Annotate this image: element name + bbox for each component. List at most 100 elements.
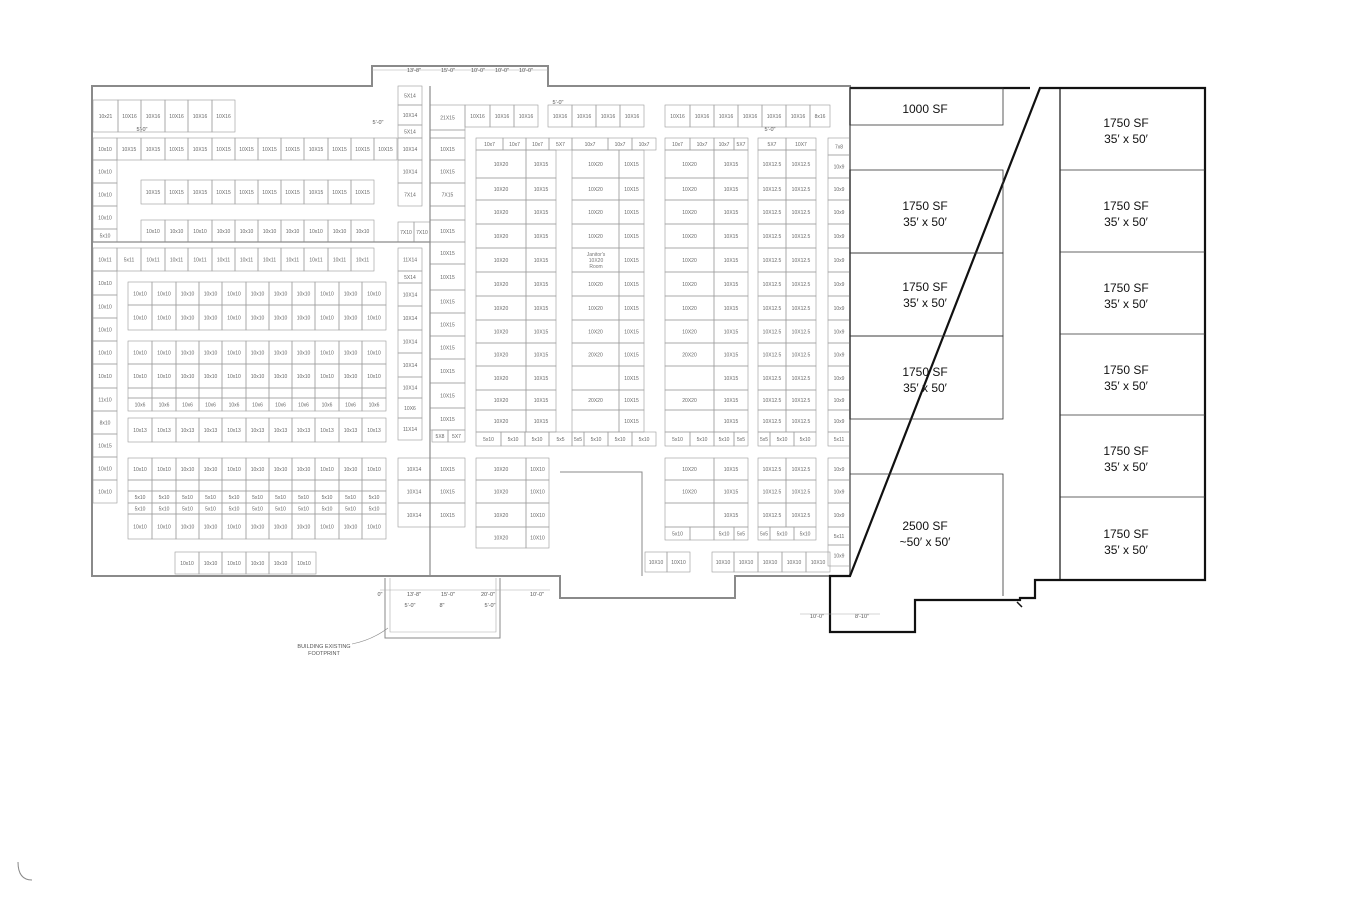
unit-label: 10X6 <box>404 406 416 412</box>
unit-label: 10X20 <box>682 234 697 240</box>
unit-label: 10X15 <box>534 306 549 312</box>
unit-label: 10x7 <box>484 142 495 148</box>
unit-label: 10x10 <box>204 374 218 380</box>
unit-label: 10x10 <box>274 524 288 530</box>
suite-label: 1750 SF <box>1103 116 1148 130</box>
unit-label: 10X12.5 <box>792 467 811 473</box>
unit-label: 5x10 <box>369 506 380 512</box>
unit-label: 5x10 <box>182 495 193 501</box>
footprint-extension <box>389 578 497 633</box>
unit-label: 5x5 <box>737 437 745 443</box>
storage-unit <box>631 431 657 447</box>
unit-label: 10x10 <box>133 374 147 380</box>
unit-label: 10X16 <box>577 114 592 120</box>
storage-unit <box>338 479 363 492</box>
unit-label: 10X20 <box>682 187 697 193</box>
unit-label: 20X20 <box>588 352 603 358</box>
unit-label: 10x10 <box>297 524 311 530</box>
unit-label: 10X20 <box>588 210 603 216</box>
unit-label: 10X20 <box>682 306 697 312</box>
unit-label: 10x10 <box>157 467 171 473</box>
dimension-label: 5'-0" <box>405 603 416 609</box>
unit-label: 10X12.5 <box>792 419 811 425</box>
unit-label: 10x11 <box>333 257 346 263</box>
unit-label: 10X12.5 <box>763 489 782 495</box>
unit-label: 10X16 <box>695 114 710 120</box>
unit-label: 10x13 <box>204 428 218 434</box>
unit-label: 10X15 <box>309 147 324 153</box>
unit-label: 10X12.5 <box>792 306 811 312</box>
unit-label: 10X20 <box>494 306 509 312</box>
storage-unit <box>338 387 363 399</box>
unit-label: 10x10 <box>367 315 381 321</box>
unit-label: 10X12.5 <box>763 234 782 240</box>
unit-label: 10X20 <box>494 398 509 404</box>
suite-dims: 35′ x 50′ <box>903 296 948 310</box>
unit-label: 10X14 <box>407 513 422 519</box>
unit-label: 10x10 <box>133 524 147 530</box>
unit-label: 10x10 <box>356 229 370 235</box>
dimension-label: 10'-0" <box>495 68 509 74</box>
unit-label: 10x9 <box>834 234 845 240</box>
unit-label: 10X10 <box>530 489 545 495</box>
unit-label: 10X15 <box>440 299 455 305</box>
unit-label: 10x9 <box>834 187 845 193</box>
unit-label: 10X15 <box>534 376 549 382</box>
suite-box <box>850 473 1004 596</box>
janitor-room-label: 10X20 <box>589 258 604 264</box>
unit-label: 10x10 <box>251 561 265 567</box>
unit-label: 10x10 <box>98 466 112 472</box>
storage-unit <box>221 479 247 492</box>
unit-label: 10X15 <box>440 251 455 257</box>
unit-label: 10x10 <box>157 374 171 380</box>
unit-label: 10X15 <box>440 345 455 351</box>
unit-label: 10x10 <box>146 229 160 235</box>
unit-label: 10x6 <box>298 402 309 408</box>
unit-label: 10X16 <box>625 114 640 120</box>
unit-label: 10x10 <box>274 350 288 356</box>
dimension-label: 13'-8" <box>407 592 421 598</box>
unit-label: 5x5 <box>574 437 582 443</box>
unit-label: 10X10 <box>716 560 731 566</box>
suite-label: 1750 SF <box>902 280 947 294</box>
unit-label: 10X15 <box>285 147 300 153</box>
unit-label: 10x10 <box>320 467 334 473</box>
unit-label: 10x10 <box>98 147 112 153</box>
unit-label: 10X20 <box>494 352 509 358</box>
unit-label: 10x10 <box>344 315 358 321</box>
storage-unit <box>429 205 466 221</box>
unit-label: 10X16 <box>169 114 184 120</box>
unit-label: 10x6 <box>369 402 380 408</box>
storage-unit <box>664 365 715 391</box>
unit-label: 5x10 <box>205 506 216 512</box>
unit-label: 10X12.5 <box>792 352 811 358</box>
suite-dims: 35′ x 50′ <box>1104 132 1149 146</box>
unit-label: 10x10 <box>367 291 381 297</box>
suite-label: 1750 SF <box>902 199 947 213</box>
unit-label: 10X15 <box>216 190 231 196</box>
storage-unit <box>268 479 293 492</box>
storage-unit <box>350 247 375 272</box>
storage-unit <box>221 387 247 399</box>
unit-label: 10X16 <box>767 114 782 120</box>
unit-label: 10X16 <box>216 114 231 120</box>
storage-unit <box>291 551 317 575</box>
unit-label: 10X15 <box>624 282 639 288</box>
dimension-label: 10'-0" <box>471 68 485 74</box>
unit-label: 10x11 <box>217 257 230 263</box>
dimension-label: 10'-0" <box>810 614 824 620</box>
unit-label: 10x11 <box>356 257 369 263</box>
unit-label: 5x10 <box>508 437 519 443</box>
unit-label: 10X14 <box>407 489 422 495</box>
unit-label: 10x9 <box>834 553 845 559</box>
unit-label: 5X14 <box>404 275 416 281</box>
dimension-label: 10'-0" <box>530 592 544 598</box>
unit-label: 5x11 <box>124 257 135 263</box>
unit-label: 10x9 <box>834 376 845 382</box>
unit-label: 10x10 <box>227 467 241 473</box>
storage-unit <box>291 387 316 399</box>
unit-label: 7X10 <box>416 230 428 236</box>
unit-label: 10X20 <box>494 210 509 216</box>
